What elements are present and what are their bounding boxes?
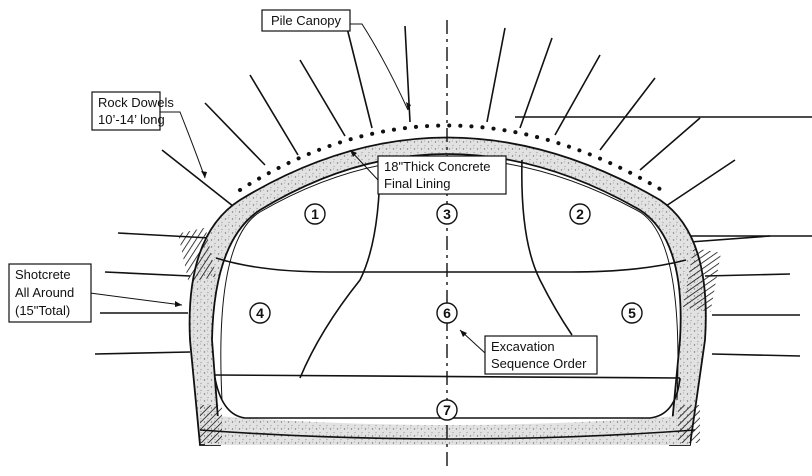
pile-canopy-dots	[238, 123, 667, 194]
final-lining-label: Final Lining	[384, 176, 451, 191]
sequence-number-1: 1	[311, 206, 319, 222]
sequence-number-6: 6	[443, 305, 451, 321]
shotcrete-all-around: All Around	[15, 285, 74, 300]
shotcrete-total: (15"Total)	[15, 303, 70, 318]
sequence-number-7: 7	[443, 402, 451, 418]
callout-rock-dowels: Rock Dowels 10’-14’ long	[91, 91, 174, 131]
rock-dowels	[94, 19, 812, 357]
leader-lines	[89, 23, 486, 354]
callout-pile-canopy: Pile Canopy	[261, 9, 351, 32]
sequence-number-3: 3	[443, 206, 451, 222]
concrete-lining-label: 18"Thick Concrete	[384, 159, 491, 174]
rock-dowels-label: Rock Dowels	[98, 95, 174, 110]
sequence-number-4: 4	[256, 305, 264, 321]
sequence-number-5: 5	[628, 305, 636, 321]
callout-excavation: Excavation Sequence Order	[484, 335, 598, 375]
callout-concrete-lining: 18"Thick Concrete Final Lining	[377, 155, 507, 195]
sequence-number-2: 2	[576, 206, 584, 222]
sequence-markers: 1 2 3 4 5 6 7	[249, 203, 643, 421]
rock-dowels-length: 10’-14’ long	[98, 112, 165, 127]
callout-shotcrete: Shotcrete All Around (15"Total)	[8, 263, 92, 323]
pile-canopy-label: Pile Canopy	[271, 13, 342, 28]
excavation-divisions	[214, 20, 687, 471]
shotcrete-label: Shotcrete	[15, 267, 71, 282]
sequence-order-label: Sequence Order	[491, 356, 587, 371]
rock-hatching	[178, 227, 721, 443]
excavation-label: Excavation	[491, 339, 555, 354]
